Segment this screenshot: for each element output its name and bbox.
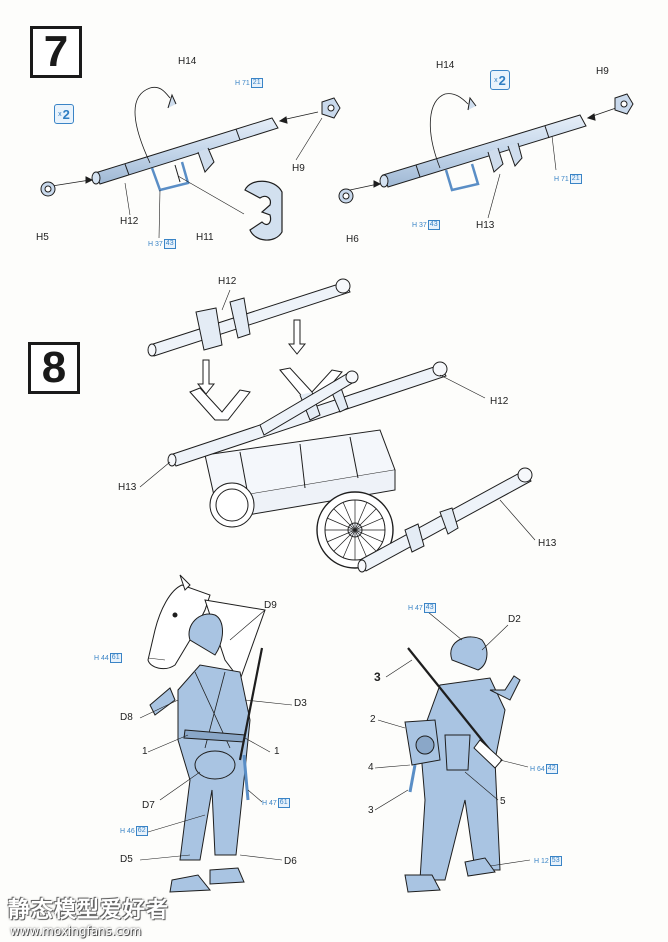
label-d9: D9 bbox=[264, 600, 277, 611]
label-h9-left: H9 bbox=[292, 163, 305, 174]
label-5: 5 bbox=[500, 796, 506, 807]
figure-right-soldier bbox=[374, 611, 531, 893]
step7-right-assembly bbox=[338, 93, 634, 219]
label-1-left: 1 bbox=[142, 746, 148, 757]
label-h6: H6 bbox=[346, 234, 359, 245]
label-d5: D5 bbox=[120, 854, 133, 865]
watermark: 静态模型爱好者 www.moxingfans.com bbox=[8, 892, 169, 938]
label-1-right: 1 bbox=[274, 746, 280, 757]
label-d8: D8 bbox=[120, 712, 133, 723]
label-d6: D6 bbox=[284, 856, 297, 867]
label-h9-right: H9 bbox=[596, 66, 609, 77]
label-2: 2 bbox=[370, 714, 376, 725]
label-3-bottom: 3 bbox=[368, 805, 374, 816]
step8-cart-assembly bbox=[139, 278, 536, 573]
label-d3: D3 bbox=[294, 698, 307, 709]
label-d2: D2 bbox=[508, 614, 521, 625]
label-h12: H12 bbox=[120, 216, 139, 227]
label-h14-right: H14 bbox=[436, 60, 455, 71]
label-h13-right: H13 bbox=[538, 538, 557, 549]
figure-left-soldier bbox=[139, 574, 293, 893]
watermark-text: 静态模型爱好者 bbox=[8, 898, 170, 923]
step7-left-assembly bbox=[40, 86, 341, 241]
label-h13: H13 bbox=[476, 220, 495, 231]
label-h5: H5 bbox=[36, 232, 49, 243]
label-4: 4 bbox=[368, 762, 374, 773]
step-8-number: 8 bbox=[28, 342, 80, 394]
label-h13-left: H13 bbox=[118, 482, 137, 493]
label-h12-top: H12 bbox=[218, 276, 237, 287]
watermark-url: www.moxingfans.com bbox=[10, 924, 142, 938]
label-3-top: 3 bbox=[374, 670, 381, 684]
label-d7: D7 bbox=[142, 800, 155, 811]
label-h14-left: H14 bbox=[178, 56, 197, 67]
step-7-number: 7 bbox=[30, 26, 82, 78]
label-h11: H11 bbox=[196, 232, 214, 243]
label-h12-right: H12 bbox=[490, 396, 509, 407]
